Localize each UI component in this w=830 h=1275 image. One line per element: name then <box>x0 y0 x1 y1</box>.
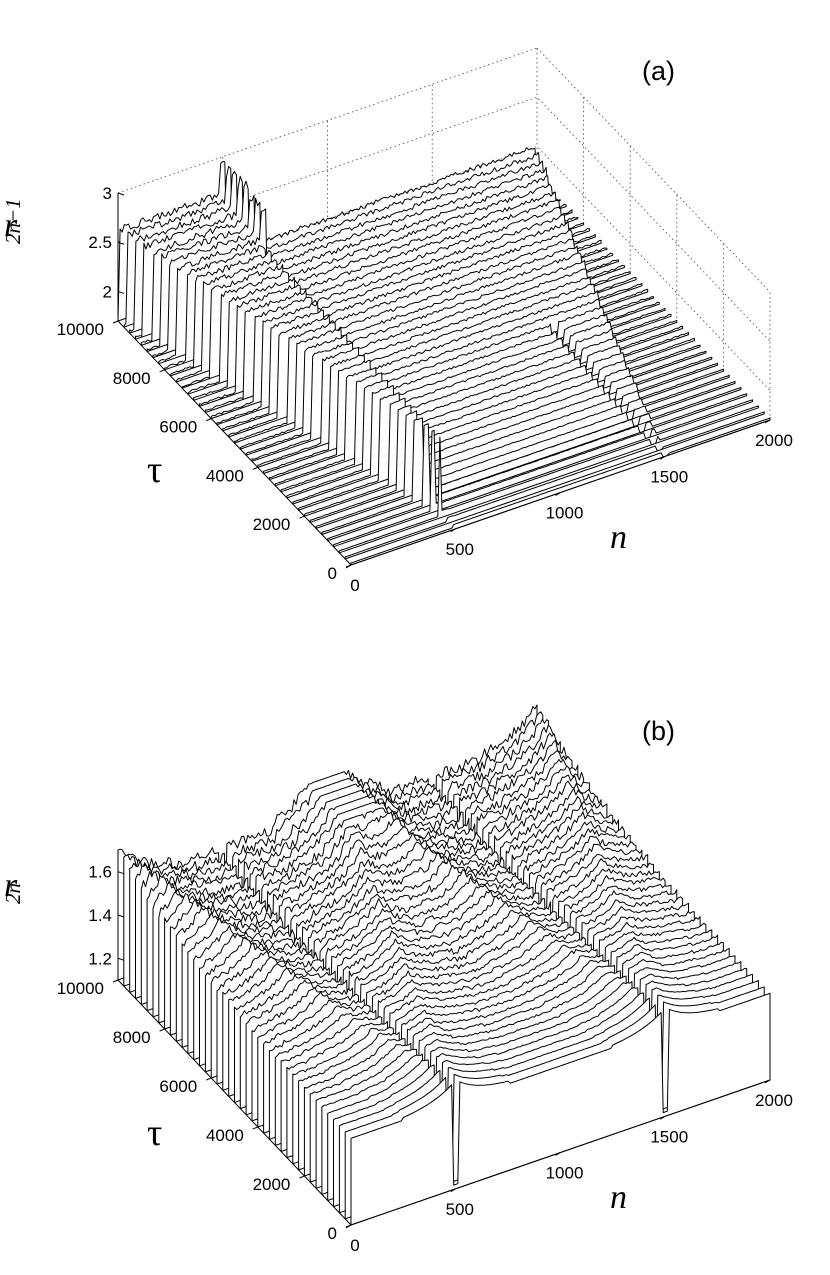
tick-label-tau: 8000 <box>113 369 151 388</box>
tick-label-n: 1000 <box>546 1164 584 1183</box>
tick-tau <box>112 320 119 324</box>
tick-z <box>117 192 125 196</box>
panel-a-zlabel: r 2n−1 <box>1 198 25 244</box>
tick-tau <box>299 515 305 519</box>
tick-label-tau: 8000 <box>113 1028 151 1047</box>
panel-b-zlabel-sub: 2n <box>1 883 25 904</box>
tick-label-tau: 6000 <box>159 418 197 437</box>
tick-label-z: 2.5 <box>88 233 112 252</box>
tick-label-tau: 10000 <box>57 320 104 339</box>
tick-z <box>117 914 125 918</box>
panel-b-zlabel-main: r <box>4 867 18 904</box>
tick-label-tau: 6000 <box>159 1077 197 1096</box>
tick-label-n: 2000 <box>755 431 793 450</box>
tick-label-z: 1.6 <box>88 863 112 882</box>
tick-z <box>117 871 125 875</box>
tick-label-tau: 2000 <box>253 1175 291 1194</box>
tick-label-tau: 10000 <box>57 979 104 998</box>
panel-b-ticks: 0 500 1000 1500 2000 0 2000 4000 6000 8000 10000 1.… <box>57 863 793 1255</box>
panel-a-ticks: 0 500 1000 1500 2000 0 2000 4000 6000 8000 10000 2 2… <box>57 184 793 595</box>
tick-label-n: 500 <box>446 1200 474 1219</box>
tick-tau <box>299 1175 305 1179</box>
tick-tau <box>206 418 212 422</box>
tick-tau <box>345 564 352 568</box>
tick-tau <box>252 466 258 470</box>
tick-tau <box>252 1126 258 1130</box>
tick-label-tau: 4000 <box>206 466 244 485</box>
grid-line-edge <box>117 47 538 194</box>
tick-label-n: 0 <box>350 1236 359 1255</box>
tick-label-n: 2000 <box>755 1091 793 1110</box>
tick-label-z: 1.4 <box>88 906 112 925</box>
panel-a-zlabel-main: r <box>4 207 18 244</box>
tick-label-n: 1500 <box>650 1127 688 1146</box>
panel-a-traces <box>117 147 771 566</box>
tick-n <box>555 492 561 496</box>
tick-n <box>764 1079 771 1084</box>
trace-slice <box>350 992 771 1226</box>
trace-slice <box>344 411 765 560</box>
tick-n <box>659 1115 666 1120</box>
panel-b-tau-label: τ <box>147 1112 162 1154</box>
tick-label-z: 3 <box>103 184 112 203</box>
tick-n <box>764 419 771 424</box>
tick-n <box>659 455 666 460</box>
tick-label-z: 1.2 <box>88 949 112 968</box>
tick-z <box>117 241 125 245</box>
tick-label-tau: 0 <box>328 564 337 583</box>
tick-tau <box>112 979 119 983</box>
tick-label-n: 500 <box>446 540 474 559</box>
axis-tau <box>117 979 352 1226</box>
tick-label-z: 2 <box>103 282 112 301</box>
panel-a-label: (a) <box>642 56 675 86</box>
tick-n <box>450 1188 457 1193</box>
panel-a-chart: 0 500 1000 1500 2000 0 2000 4000 6000 8000 10000 2 2… <box>1 47 793 595</box>
trace-slice <box>338 405 759 554</box>
tick-tau <box>345 1224 352 1228</box>
tick-label-tau: 2000 <box>253 515 291 534</box>
panel-b-traces <box>117 704 771 1226</box>
tick-tau <box>206 1077 212 1081</box>
panel-a-zlabel-sub: 2n−1 <box>1 198 25 244</box>
tick-n <box>450 528 457 533</box>
panel-b-chart: 0 500 1000 1500 2000 0 2000 4000 6000 8000 10000 1.… <box>1 704 793 1255</box>
tick-tau <box>159 369 165 373</box>
tick-z <box>117 957 125 961</box>
tick-n <box>555 1152 561 1156</box>
tick-z <box>117 290 125 294</box>
tick-tau <box>159 1028 165 1032</box>
tick-label-tau: 0 <box>328 1224 337 1243</box>
panel-b-zlabel: r 2n <box>1 867 25 904</box>
tick-label-n: 1500 <box>650 467 688 486</box>
panel-a-n-label: n <box>610 519 627 556</box>
tick-label-tau: 4000 <box>206 1126 244 1145</box>
axis-tau <box>117 320 352 566</box>
panel-a-tau-label: τ <box>147 449 162 491</box>
panel-b-n-label: n <box>610 1179 627 1216</box>
tick-label-n: 0 <box>350 576 359 595</box>
panel-b-label: (b) <box>642 716 675 746</box>
tick-label-n: 1000 <box>546 504 584 523</box>
